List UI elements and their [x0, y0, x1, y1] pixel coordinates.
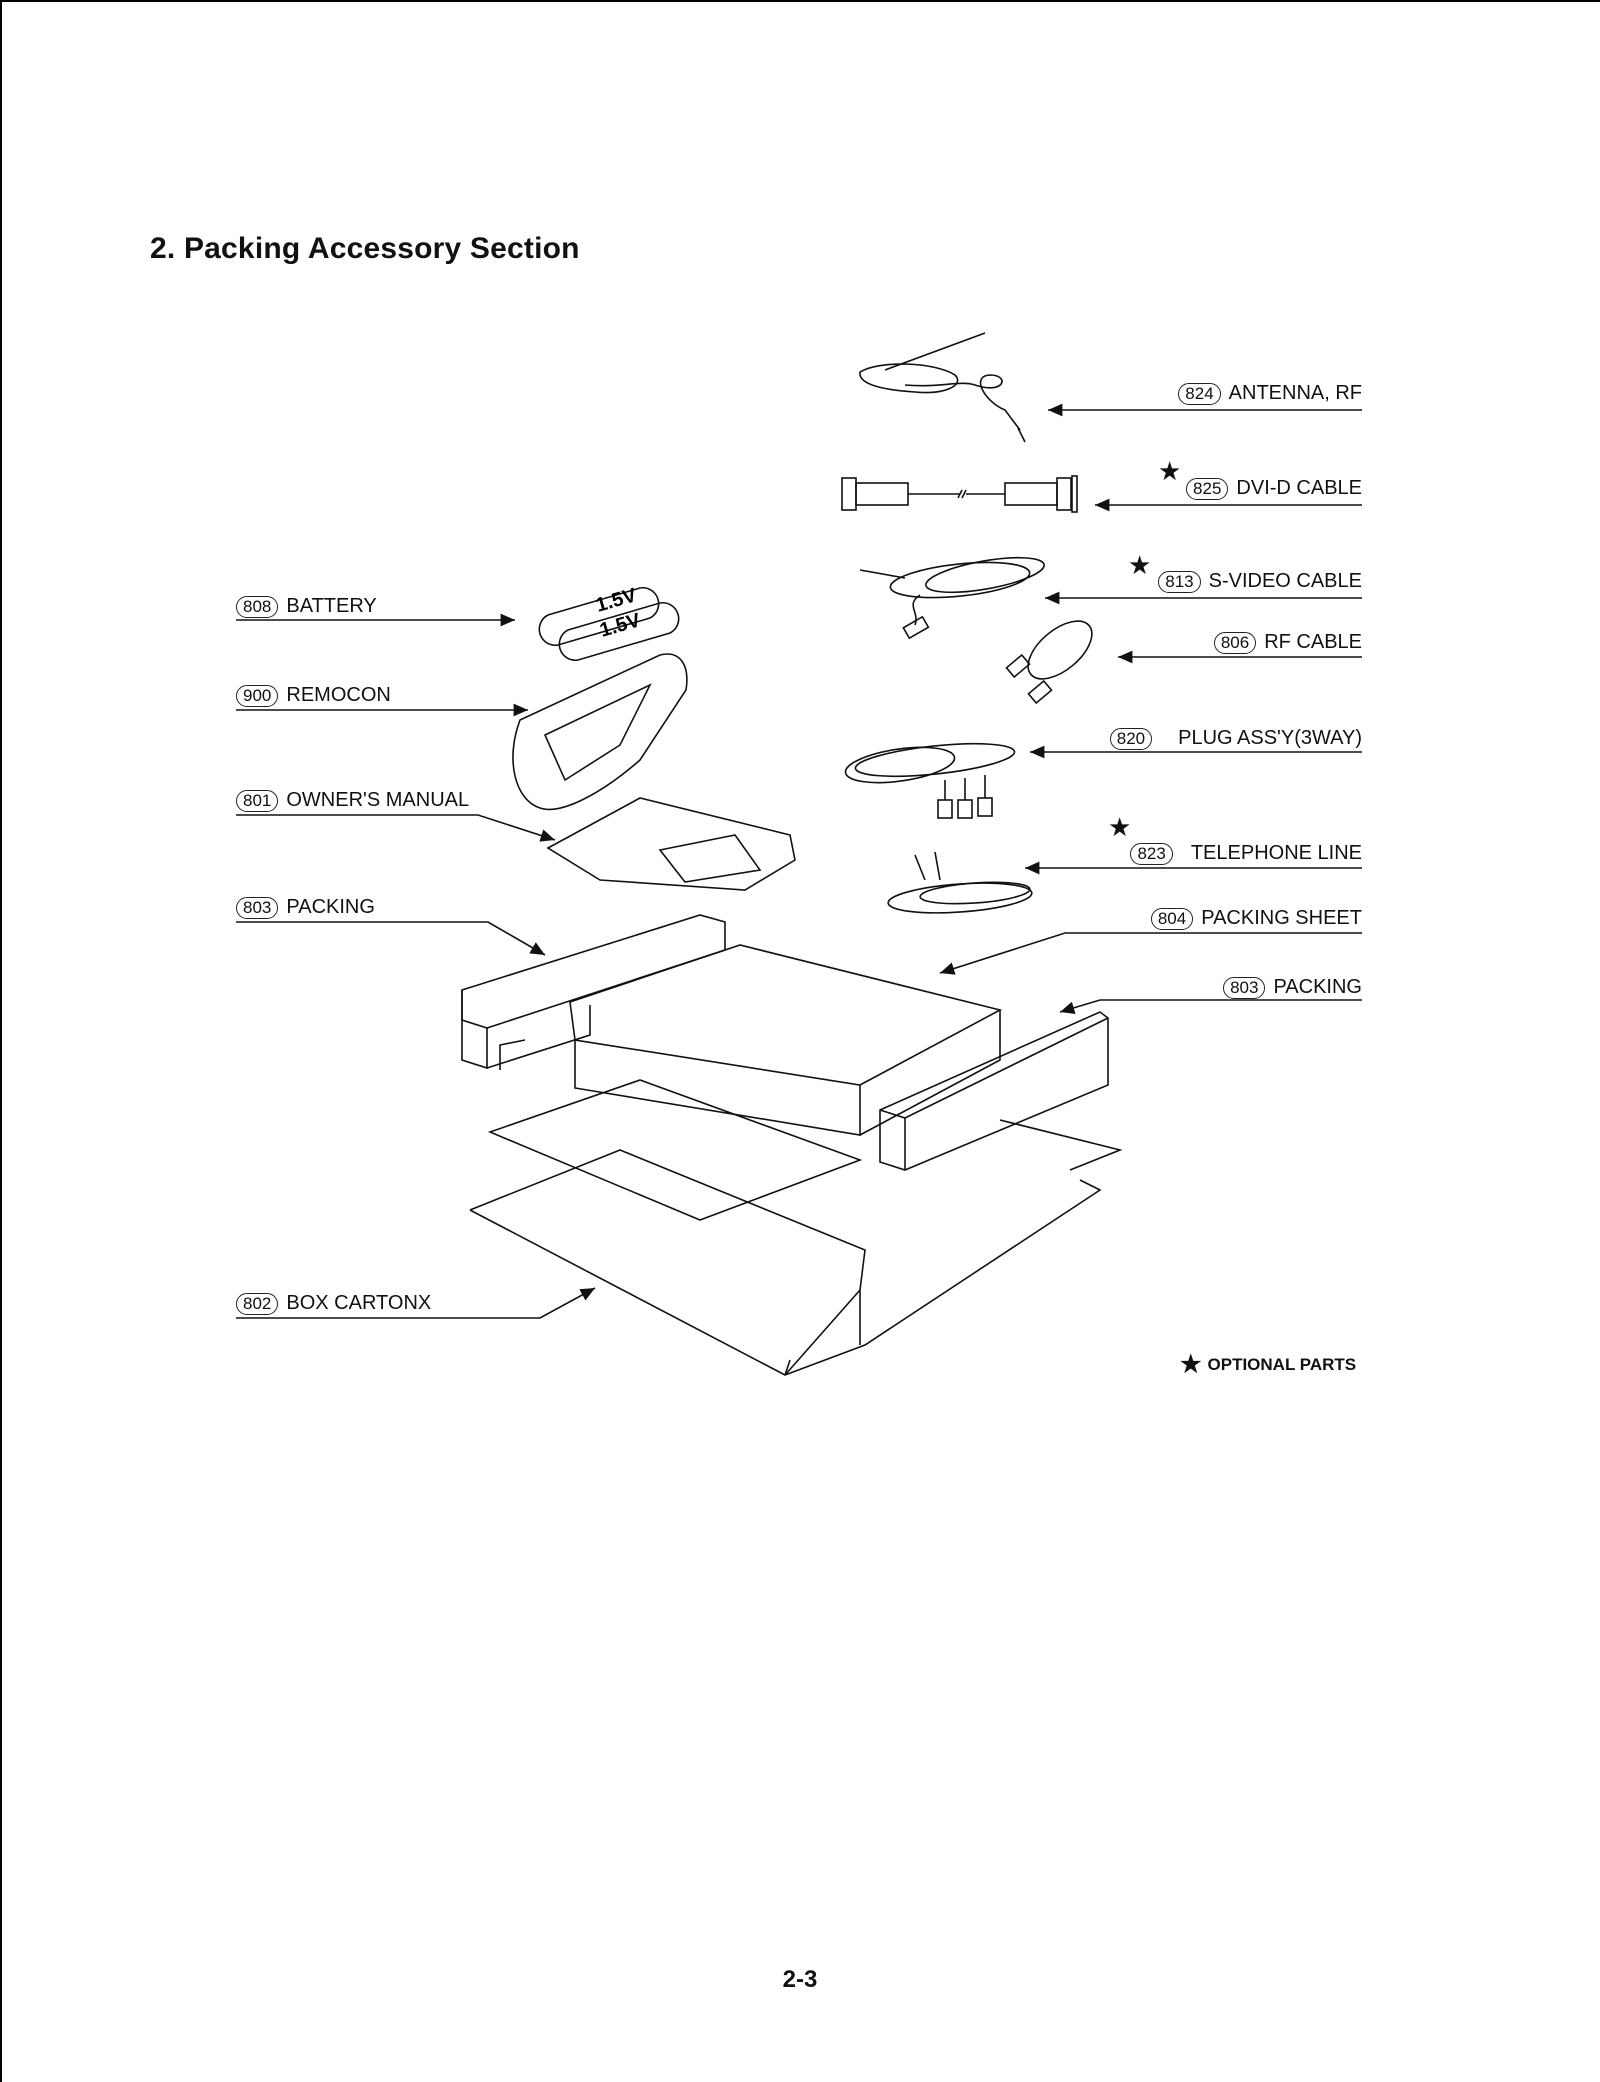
part-label-plug-assy: 820 PLUG ASS'Y(3WAY) — [1109, 726, 1362, 750]
part-label-box-carton: 802 BOX CARTONX — [236, 1291, 431, 1315]
part-label-telephone-line: 823 TELEPHONE LINE — [1130, 841, 1362, 865]
owners-manual-drawing — [546, 797, 796, 891]
part-name: OWNER'S MANUAL — [286, 789, 470, 811]
optional-parts-text: OPTIONAL PARTS — [1207, 1355, 1357, 1374]
part-number: 803 — [1223, 977, 1266, 999]
part-number: 825 — [1186, 478, 1229, 500]
part-name: ANTENNA, RF — [1228, 382, 1362, 404]
optional-parts-note: ★ OPTIONAL PARTS — [1180, 1350, 1356, 1379]
leader-lines-left — [236, 613, 596, 1319]
s-video-cable-drawing — [859, 556, 1045, 640]
part-label-packing-right: 803 PACKING — [1223, 975, 1362, 999]
part-number: 824 — [1178, 383, 1221, 405]
leader-lines-right — [939, 403, 1362, 1014]
part-name: S-VIDEO CABLE — [1208, 570, 1362, 592]
battery-drawing — [538, 586, 680, 662]
remocon-drawing — [512, 653, 688, 811]
part-name: BOX CARTONX — [286, 1292, 432, 1314]
optional-star-icon: ★ — [1108, 812, 1132, 842]
optional-star-icon: ★ — [1158, 456, 1182, 486]
part-name: REMOCON — [286, 684, 391, 706]
part-name: PACKING — [1273, 976, 1362, 998]
page-number: 2-3 — [782, 1966, 818, 1993]
part-number: 804 — [1150, 908, 1194, 930]
section-title: 2. Packing Accessory Section — [150, 232, 580, 265]
part-number: 820 — [1109, 728, 1153, 750]
part-label-dvi-cable: 825 DVI-D CABLE — [1186, 476, 1362, 500]
packing-right-drawing — [879, 1011, 1109, 1171]
packing-sheet-drawing — [569, 944, 1003, 1136]
part-label-owners-manual: 801 OWNER'S MANUAL — [236, 788, 469, 812]
part-number: 808 — [236, 596, 279, 618]
box-carton-drawing — [469, 1079, 1123, 1376]
optional-star-icon: ★ — [1180, 1351, 1202, 1378]
plug-assy-drawing — [844, 742, 1016, 819]
part-name: TELEPHONE LINE — [1190, 842, 1362, 864]
telephone-line-drawing — [887, 851, 1033, 914]
part-label-packing-left: 803 PACKING — [236, 895, 375, 919]
rf-cable-drawing — [1005, 620, 1093, 705]
antenna-rf-drawing — [859, 332, 1026, 443]
part-name: DVI-D CABLE — [1236, 477, 1362, 499]
part-name: PACKING — [286, 896, 375, 918]
part-name: PACKING SHEET — [1201, 907, 1362, 929]
part-label-remocon: 900 REMOCON — [236, 683, 391, 707]
part-name: RF CABLE — [1264, 631, 1362, 653]
part-label-antenna: 824 ANTENNA, RF — [1178, 381, 1362, 405]
packing-left-drawing — [461, 914, 726, 1070]
part-label-battery: 808 BATTERY — [236, 594, 377, 618]
part-number: 823 — [1130, 843, 1173, 865]
optional-star-icon: ★ — [1128, 550, 1152, 580]
part-label-s-video-cable: 813 S-VIDEO CABLE — [1158, 569, 1362, 593]
part-name: BATTERY — [286, 595, 377, 617]
part-number: 806 — [1213, 632, 1257, 654]
part-name: PLUG ASS'Y(3WAY) — [1178, 727, 1362, 749]
part-number: 801 — [236, 790, 279, 812]
dvi-cable-drawing — [841, 475, 1078, 513]
part-number: 802 — [236, 1293, 279, 1315]
part-label-packing-sheet: 804 PACKING SHEET — [1150, 906, 1362, 930]
part-number: 813 — [1158, 571, 1201, 593]
part-label-rf-cable: 806 RF CABLE — [1213, 630, 1362, 654]
part-number: 900 — [236, 685, 279, 707]
part-number: 803 — [236, 897, 279, 919]
